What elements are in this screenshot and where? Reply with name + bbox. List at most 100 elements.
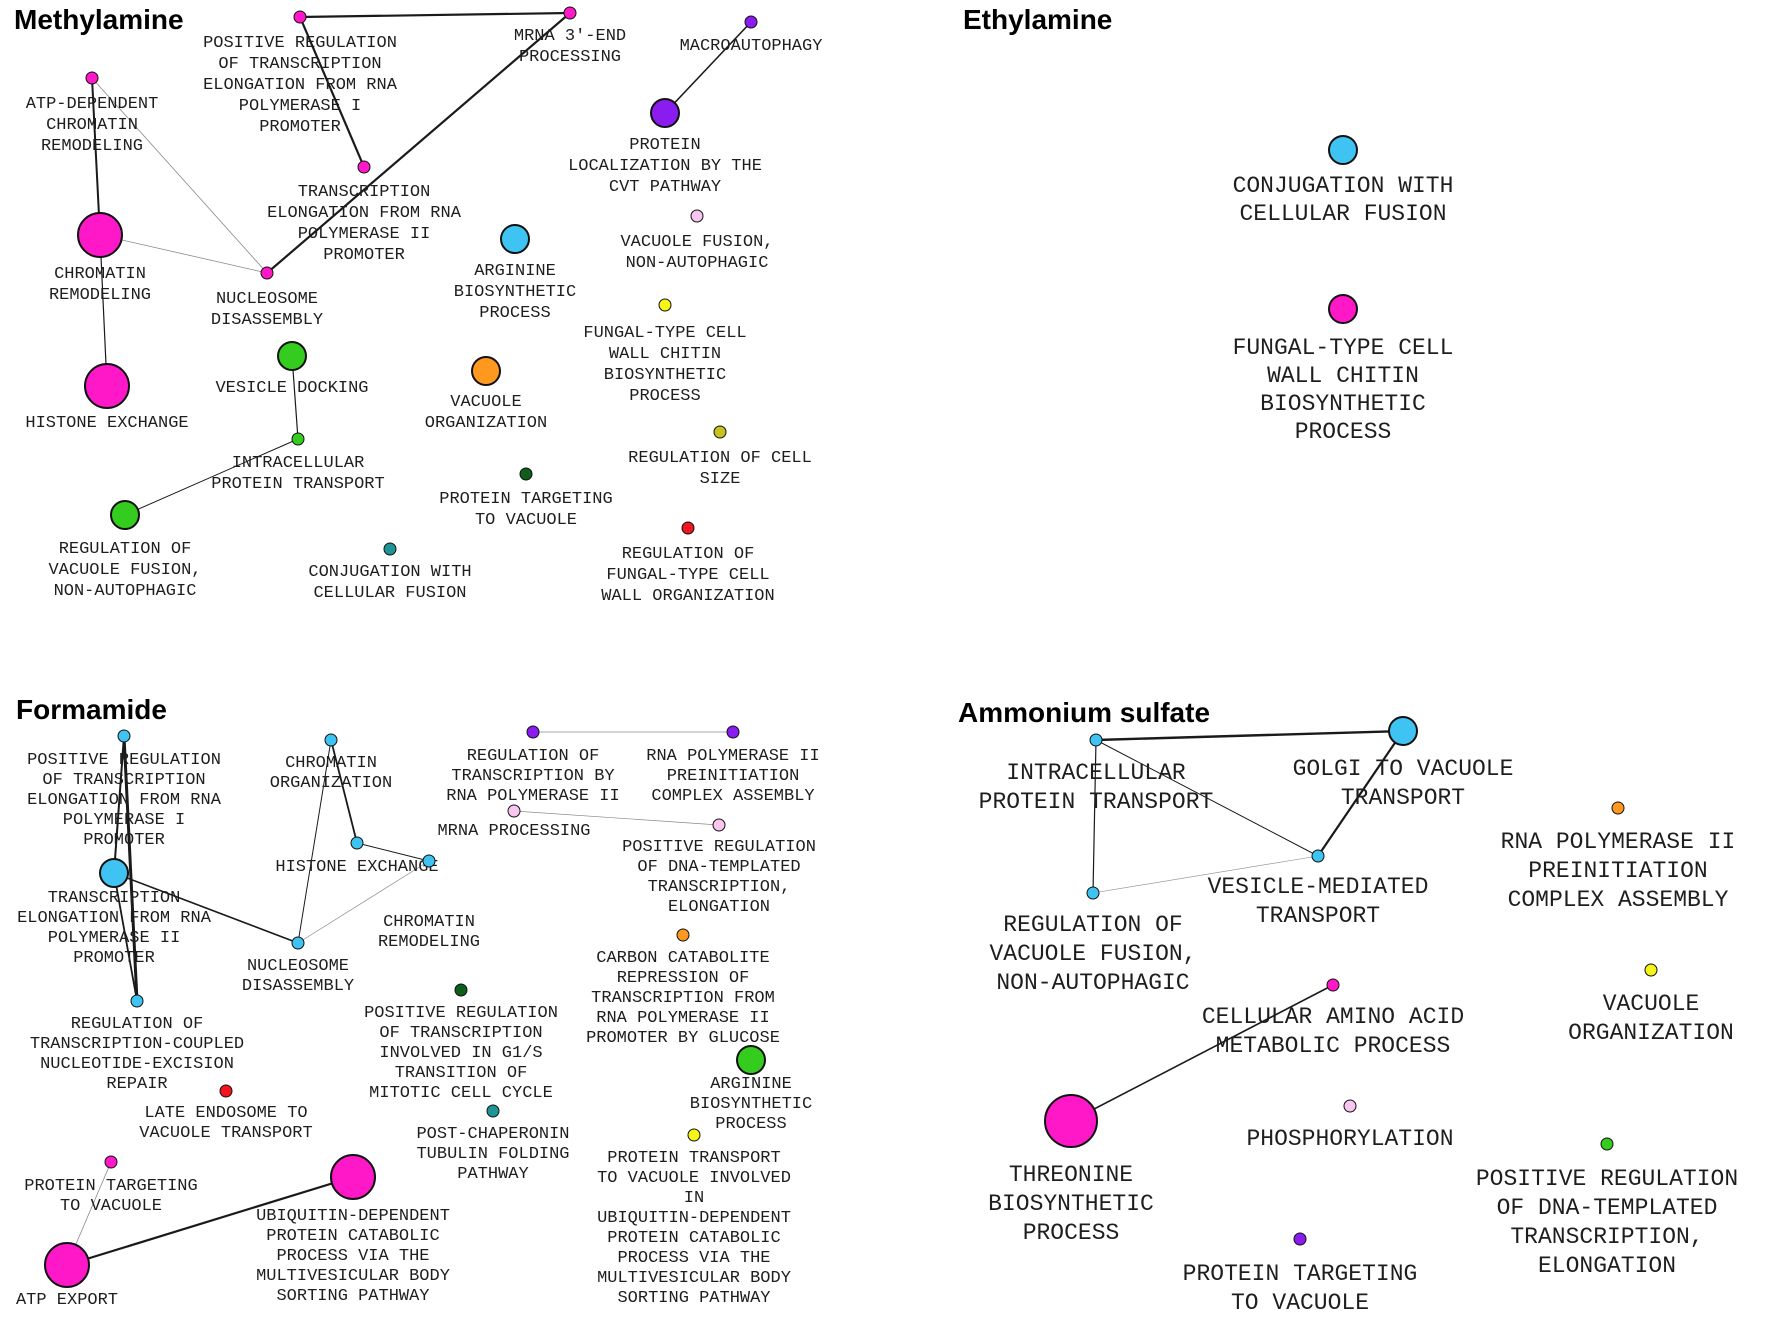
node-f_ubi[interactable] (330, 1154, 376, 1200)
node-f_posdna[interactable] (712, 818, 726, 832)
node-m_prot_cvt[interactable] (650, 98, 680, 128)
node-m_regcell[interactable] (713, 425, 727, 439)
edge-a_intra-a_vesmed (1095, 739, 1319, 857)
edge-f_ppi1-f_ner (122, 735, 139, 1002)
node-f_chromorg[interactable] (324, 733, 338, 747)
node-label-line: ARGININE (474, 262, 556, 281)
node-label-line: UBIQUITIN-DEPENDENT (597, 1209, 791, 1228)
node-label-line: MRNA PROCESSING (437, 822, 590, 841)
node-label-line: FUNGAL-TYPE CELL (1233, 335, 1454, 361)
node-f_atp[interactable] (44, 1242, 90, 1288)
node-label-line: BIOSYNTHETIC (1260, 391, 1426, 417)
node-f_hist[interactable] (350, 836, 364, 850)
node-label-line: CELLULAR FUSION (313, 584, 466, 603)
node-f_arg[interactable] (736, 1045, 766, 1075)
node-label-line: LOCALIZATION BY THE (568, 157, 762, 176)
node-label-line: TO VACUOLE INVOLVED (597, 1169, 791, 1188)
edge-a_intra-a_golgi (1095, 729, 1404, 742)
node-f_pic[interactable] (726, 725, 740, 739)
node-m_ptv[interactable] (519, 467, 533, 481)
node-f_mrna[interactable] (507, 804, 521, 818)
node-m_tepii[interactable] (357, 160, 371, 174)
node-f_g1s[interactable] (454, 983, 468, 997)
node-label-line: WALL ORGANIZATION (601, 587, 774, 606)
node-f_ppi1[interactable] (117, 729, 131, 743)
node-label-line: POLYMERASE II (298, 225, 431, 244)
node-label-line: ELONGATION FROM RNA (267, 204, 462, 223)
node-label-line: NON-AUTOPHAGIC (54, 582, 197, 601)
node-f_tubulin[interactable] (486, 1104, 500, 1118)
node-f_tepii[interactable] (99, 858, 129, 888)
node-label-line: WALL CHITIN (609, 345, 721, 364)
node-m_vacorg[interactable] (471, 356, 501, 386)
node-label-line: PROMOTER (73, 949, 155, 968)
node-label-line: POLYMERASE II (48, 929, 181, 948)
node-a_amino[interactable] (1326, 978, 1340, 992)
node-a_vesmed[interactable] (1311, 849, 1325, 863)
node-a_regvac[interactable] (1086, 886, 1100, 900)
node-a_vacorg[interactable] (1644, 963, 1658, 977)
node-a_thr[interactable] (1044, 1094, 1098, 1148)
node-m_atp[interactable] (85, 71, 99, 85)
node-f_late[interactable] (219, 1084, 233, 1098)
node-label-line: PROMOTER (259, 118, 341, 137)
node-label-line: MACROAUTOPHAGY (680, 37, 823, 56)
node-label-line: TO VACUOLE (60, 1197, 162, 1216)
node-a_phos[interactable] (1343, 1099, 1357, 1113)
panel-title-methylamine: Methylamine (14, 4, 184, 35)
node-f_regtrans[interactable] (526, 725, 540, 739)
edge-f_chromorg-f_hist (330, 739, 358, 844)
node-m_arg[interactable] (500, 224, 530, 254)
node-label-line: RNA POLYMERASE II (596, 1009, 769, 1028)
node-label-line: FUNGAL-TYPE CELL (583, 324, 746, 343)
node-a_posdna[interactable] (1600, 1137, 1614, 1151)
node-f_carbon[interactable] (676, 928, 690, 942)
node-label-line: WALL CHITIN (1267, 363, 1419, 389)
node-f_ptv[interactable] (104, 1155, 118, 1169)
node-label-line: REPAIR (106, 1075, 167, 1094)
node-m_ppi1[interactable] (293, 10, 307, 24)
node-label-line: OF TRANSCRIPTION (42, 771, 205, 790)
node-label-line: CELLULAR AMINO ACID (1202, 1004, 1464, 1030)
node-m_vacfus[interactable] (690, 209, 704, 223)
node-f_chromrem[interactable] (422, 854, 436, 868)
node-m_chrom[interactable] (77, 212, 123, 258)
node-a_ptv[interactable] (1293, 1232, 1307, 1246)
node-m_regvac[interactable] (110, 500, 140, 530)
node-m_conj[interactable] (383, 542, 397, 556)
edge-m_ppi1-m_mrna (299, 11, 571, 19)
node-e_conj[interactable] (1328, 135, 1358, 165)
node-label-line: PROMOTER (323, 246, 405, 265)
node-m_fungal[interactable] (658, 298, 672, 312)
node-f_ner[interactable] (130, 994, 144, 1008)
node-f_nuc[interactable] (291, 936, 305, 950)
node-a_intra[interactable] (1089, 733, 1103, 747)
node-m_vesdock[interactable] (277, 341, 307, 371)
node-a_golgi[interactable] (1388, 716, 1418, 746)
node-e_fungal[interactable] (1328, 294, 1358, 324)
node-m_regfung[interactable] (681, 521, 695, 535)
node-m_macro[interactable] (744, 15, 758, 29)
node-a_pic[interactable] (1611, 801, 1625, 815)
node-label-line: COMPLEX ASSEMBLY (1508, 887, 1729, 913)
node-label-line: NON-AUTOPHAGIC (996, 970, 1189, 996)
node-m_intra[interactable] (291, 432, 305, 446)
node-m_mrna[interactable] (563, 6, 577, 20)
node-f_ptvubi[interactable] (687, 1128, 701, 1142)
node-label-line: VESICLE DOCKING (215, 379, 368, 398)
node-m_hist[interactable] (84, 363, 130, 409)
node-m_nuc[interactable] (260, 266, 274, 280)
edge-f_chromorg-f_nuc (297, 739, 332, 944)
